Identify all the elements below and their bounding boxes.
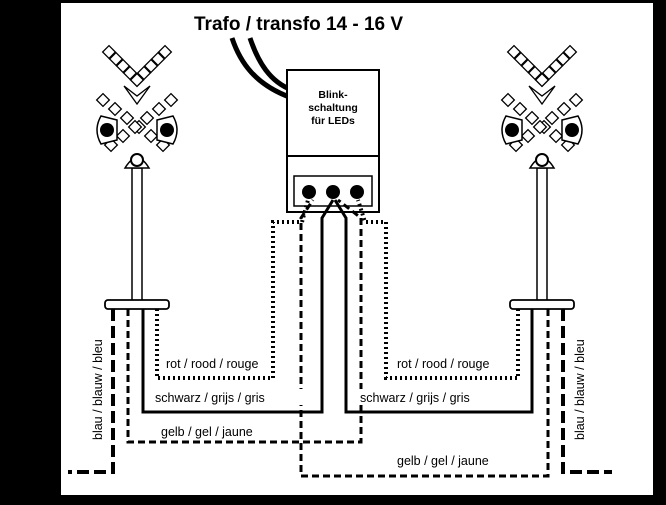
- wire-red-right: [356, 199, 520, 380]
- module-label-line2: schaltung: [308, 102, 358, 114]
- cross-tile: [527, 65, 543, 81]
- white-lamp: [535, 153, 549, 167]
- label-yellow-right: gelb / gel / jaune: [397, 454, 489, 468]
- cross-tile: [151, 101, 167, 117]
- cross-tile: [556, 101, 572, 117]
- cross-tile: [520, 58, 536, 74]
- crossing-signal-left: [95, 44, 179, 310]
- label-black-right: schwarz / grijs / gris: [360, 391, 470, 405]
- cross-tile: [136, 65, 152, 81]
- cross-tile: [548, 58, 564, 74]
- wire-black-left: [141, 199, 335, 414]
- signal-mast: [536, 167, 548, 303]
- cross-tile: [157, 44, 173, 60]
- label-blue-right: blau / blauw / bleu: [573, 339, 587, 440]
- cross-tile: [143, 128, 159, 144]
- wire-blue-right: [561, 309, 612, 474]
- red-lamp-left: [100, 123, 114, 137]
- cross-tile: [520, 128, 536, 144]
- cross-tile: [127, 119, 143, 135]
- cross-tip: [123, 85, 151, 106]
- cross-tile: [150, 51, 166, 67]
- cross-tile: [534, 72, 550, 88]
- cross-tile: [108, 51, 124, 67]
- label-yellow-left: gelb / gel / jaune: [161, 425, 253, 439]
- flasher-module: Blink- schaltung für LEDs: [286, 69, 380, 213]
- cross-tile: [163, 92, 179, 108]
- cross-tile: [544, 110, 560, 126]
- cross-tile: [532, 119, 548, 135]
- module-label-line1: Blink-: [318, 89, 348, 101]
- white-lamp: [130, 153, 144, 167]
- cross-tile: [555, 51, 571, 67]
- wire-yellow-right: [299, 199, 550, 478]
- cross-tile: [512, 101, 528, 117]
- crossing-signal-right: [500, 44, 584, 310]
- label-blue-left: blau / blauw / bleu: [91, 339, 105, 440]
- wire-black-right: [333, 199, 534, 414]
- cross-tile: [143, 58, 159, 74]
- module-label-line3: für LEDs: [311, 115, 355, 127]
- title-label: Trafo / transfo 14 - 16 V: [194, 14, 403, 35]
- cross-tile: [568, 92, 584, 108]
- signal-mast: [131, 167, 143, 303]
- cross-tip: [528, 85, 556, 106]
- cross-tile: [129, 72, 145, 88]
- red-lamp-left: [505, 123, 519, 137]
- label-black-left: schwarz / grijs / gris: [155, 391, 265, 405]
- cross-tile: [500, 92, 516, 108]
- signal-base: [509, 299, 575, 310]
- cross-tile: [548, 128, 564, 144]
- cross-tile: [562, 44, 578, 60]
- wire-blue-left: [68, 309, 115, 474]
- signal-base: [104, 299, 170, 310]
- cross-tile: [524, 110, 540, 126]
- terminal-center: [326, 185, 340, 199]
- wire-yellow-left: [126, 198, 363, 444]
- terminal-left: [302, 185, 316, 199]
- cross-tile: [541, 65, 557, 81]
- terminal-right: [350, 185, 364, 199]
- label-red-right: rot / rood / rouge: [397, 357, 489, 371]
- label-red-left: rot / rood / rouge: [166, 357, 258, 371]
- red-lamp-right: [160, 123, 174, 137]
- cross-tile: [139, 110, 155, 126]
- cross-tile: [506, 44, 522, 60]
- cross-tile: [119, 110, 135, 126]
- red-lamp-right: [565, 123, 579, 137]
- cross-tile: [513, 51, 529, 67]
- cross-tile: [107, 101, 123, 117]
- cross-tile: [115, 128, 131, 144]
- cross-tile: [101, 44, 117, 60]
- cross-tile: [115, 58, 131, 74]
- cross-tile: [95, 92, 111, 108]
- cross-tile: [122, 65, 138, 81]
